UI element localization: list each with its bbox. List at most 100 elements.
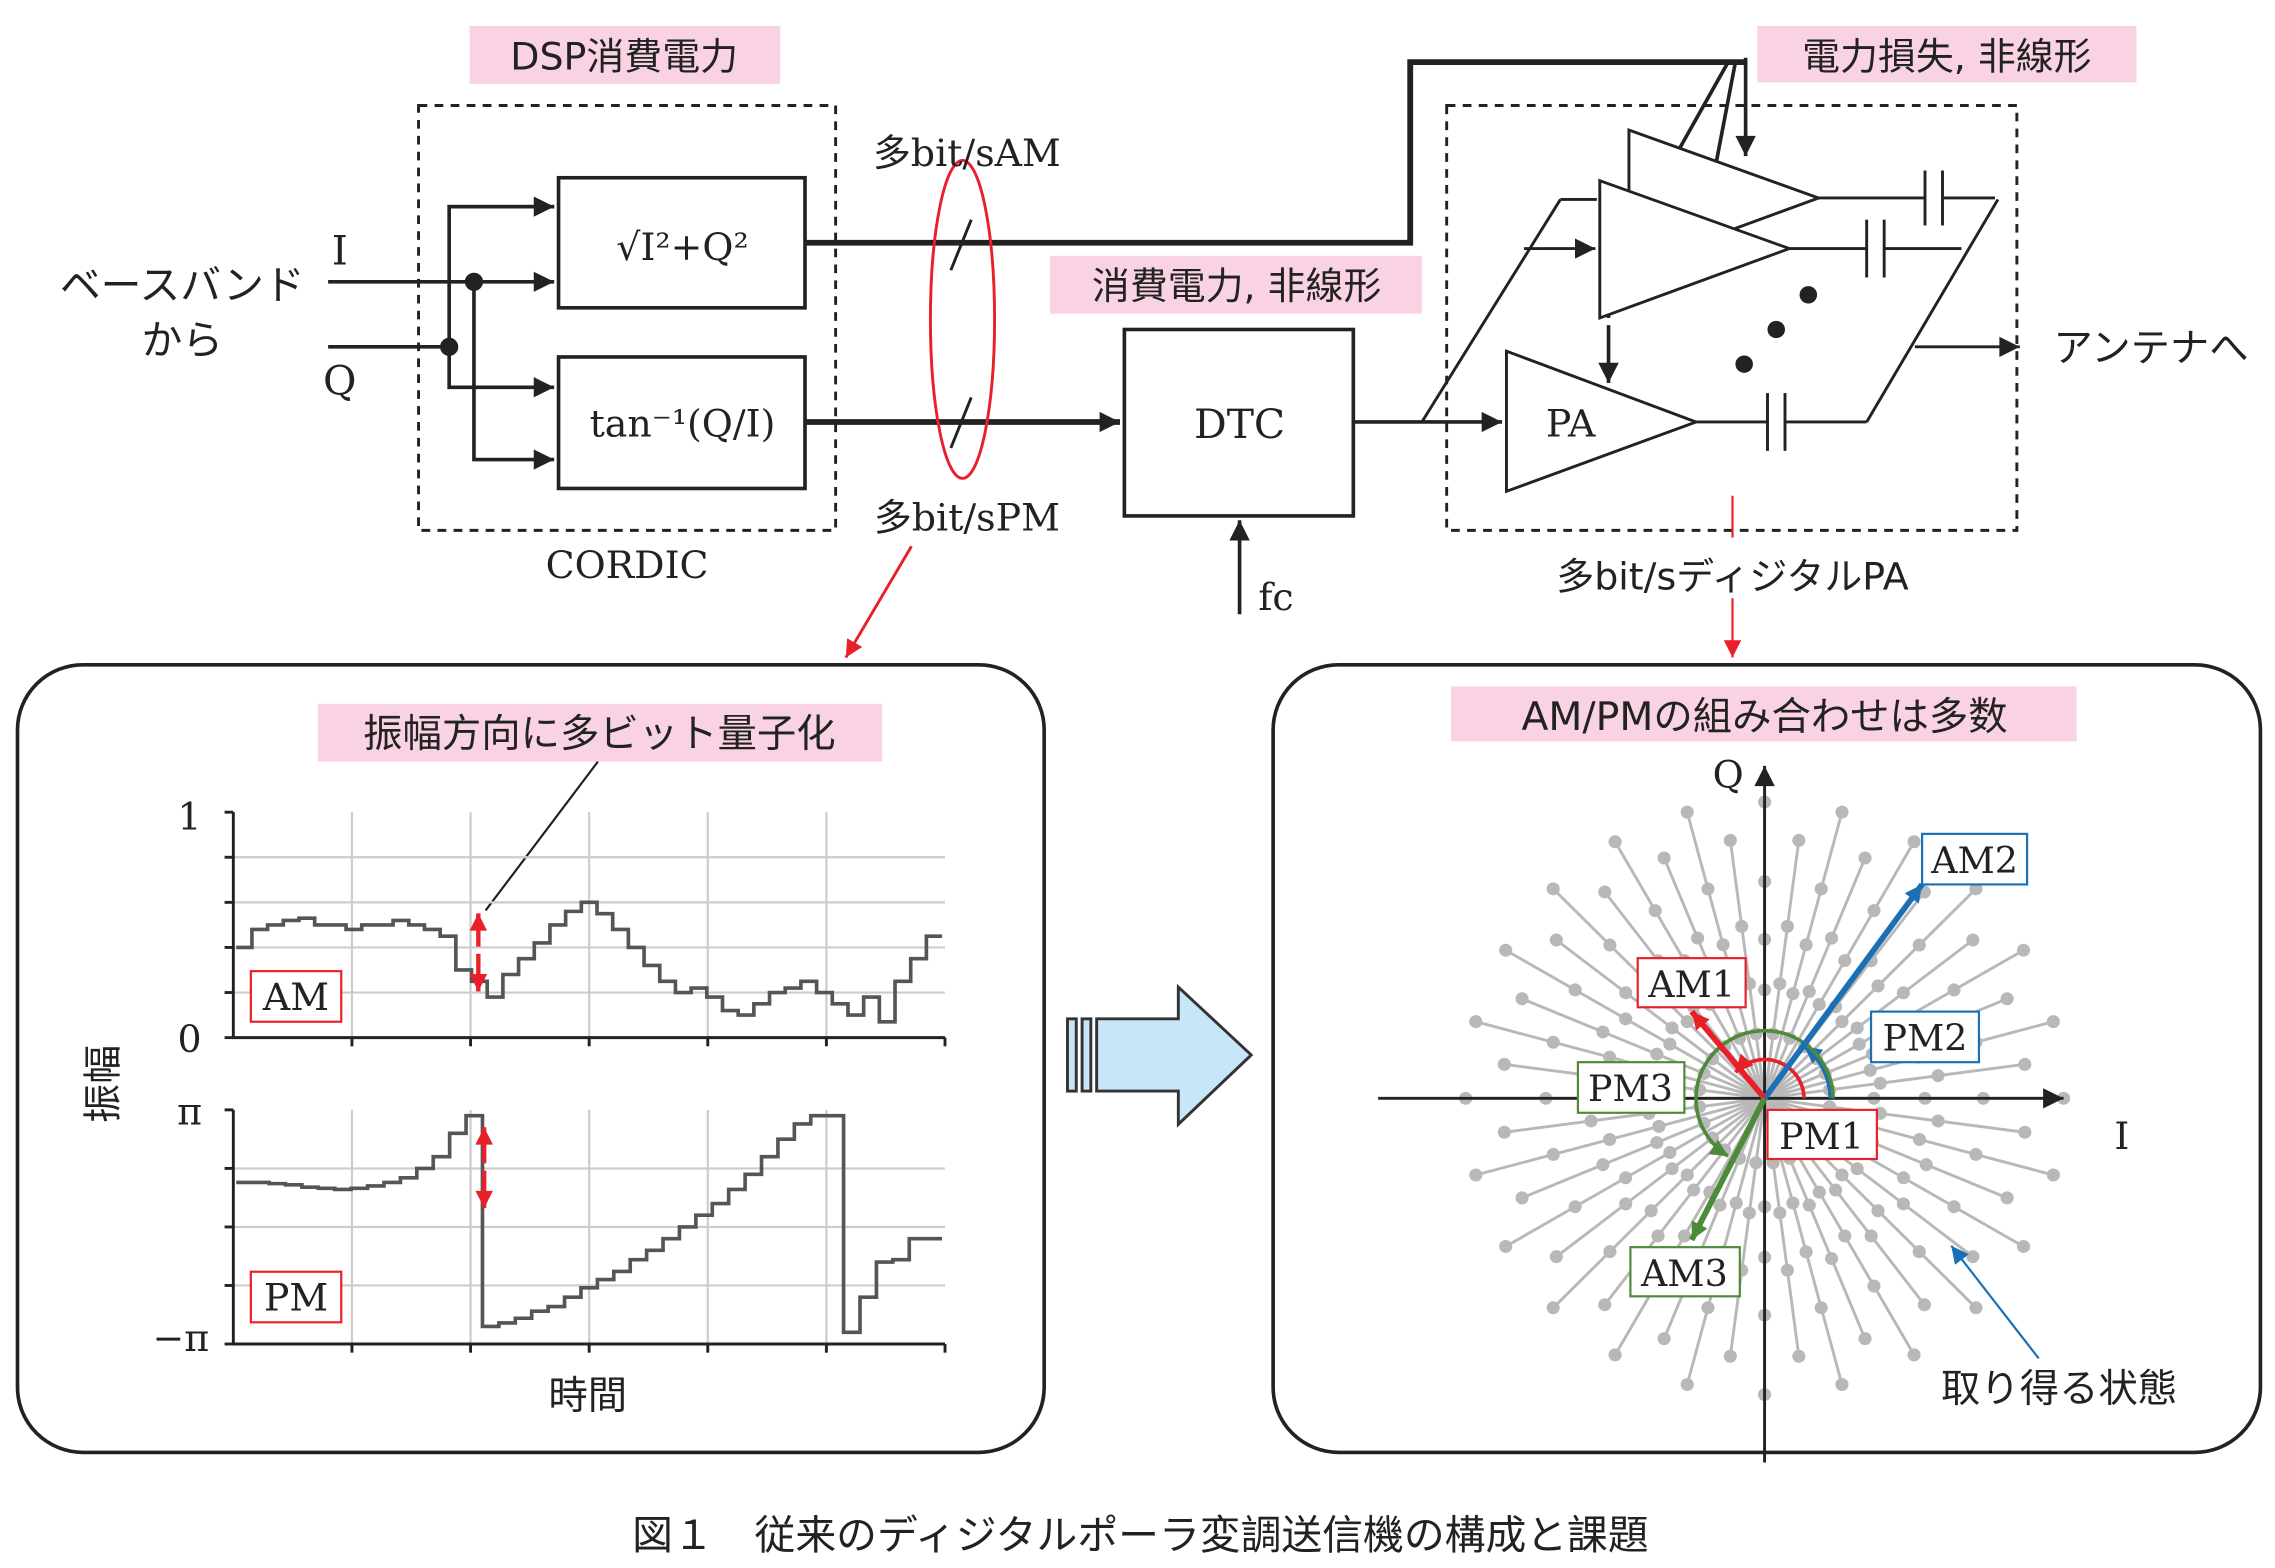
am-waveform [236,900,943,1024]
state-point [1814,882,1828,896]
state-point [1969,1147,1983,1161]
state-point [1515,1191,1529,1205]
state-point [1786,1196,1800,1210]
state-ray [1555,938,1766,1100]
am-label-box [249,970,343,1023]
time-axis-label: 時間 [548,1374,627,1419]
am3-tag: AM3 [1629,1246,1741,1298]
state-point [1568,983,1582,997]
state-point [1680,1168,1694,1182]
i-input-label: I [332,227,348,275]
state-point [1838,954,1852,968]
state-point [1691,931,1705,945]
svg-text:PM3: PM3 [1588,1067,1673,1110]
state-point [2046,1015,2060,1029]
state-ray [1521,997,1766,1100]
state-point [1947,1200,1961,1214]
state-point [1786,987,1800,1001]
multibit-ellipse [928,158,997,480]
state-point [1723,833,1737,847]
state-point [1931,1114,1945,1128]
state-point [1873,1076,1887,1090]
state-point [1812,997,1826,1011]
state-point [1497,1057,1511,1071]
state-ray [1764,1062,2026,1100]
transition-arrow-icon [1066,983,1254,1128]
cordic-box [417,104,838,532]
state-point [1650,1047,1664,1061]
svg-text:PM1: PM1 [1779,1115,1864,1158]
bus-slash-am [949,219,973,271]
pm-y-bottom: −π [152,1316,209,1360]
state-point [1835,1015,1849,1029]
state-ray [1728,840,1767,1099]
state-point [1966,933,1980,947]
state-point [1824,931,1839,945]
state-ray [1504,948,1766,1100]
amplitude-axis-label: 振幅 [82,1045,127,1123]
state-point [1603,938,1617,952]
constellation-title-highlight [1451,686,2077,742]
state-point [1863,1063,1877,1077]
state-ray [1763,857,1867,1099]
state-point [1663,1037,1677,1051]
bus-slash-pm [949,396,973,449]
state-point [1912,938,1926,952]
state-point [1969,882,1983,896]
states-label: 取り得る状態 [1941,1367,2177,1412]
state-point [2000,992,2014,1006]
state-ray [1763,840,1801,1099]
state-point [1835,1168,1849,1182]
state-point [1663,1146,1677,1160]
state-point [1651,1229,1665,1243]
am2-tag: AM2 [1920,832,2029,886]
state-point [1812,1185,1826,1199]
svg-text:PM2: PM2 [1882,1017,1967,1060]
state-point [1515,992,1529,1006]
title-leader-line [484,760,599,912]
state-point [1802,1198,1816,1212]
state-ray [1555,1097,1766,1258]
state-point [1546,1035,1560,1049]
state-point [1665,1162,1679,1176]
state-point [1912,1245,1926,1259]
pa-loss-highlight [1757,26,2137,83]
state-point [1896,1171,1911,1185]
am-y-bottom: 0 [178,1017,202,1061]
q-input-label: Q [323,357,356,405]
state-point [1608,1348,1622,1362]
state-point [1742,1206,1756,1220]
state-point [1729,1196,1743,1210]
state-point [1773,977,1787,991]
state-point [1680,1377,1694,1391]
state-ray [1764,1096,2026,1134]
state-point [1549,933,1563,947]
state-point [1735,919,1749,933]
state-point [1850,1021,1864,1035]
state-point [1931,1069,1945,1083]
am3-vector [1689,1097,1768,1242]
antenna-label: アンテナへ [2053,326,2248,371]
state-point [1802,985,1816,999]
state-point [1867,1279,1881,1293]
state-ray [1521,1096,1766,1200]
q-axis-label: Q [1713,753,1744,797]
i-axis-label: I [2114,1114,2129,1158]
state-point [1657,1332,1671,1346]
state-point [1619,1197,1633,1211]
state-point [1780,919,1794,933]
state-point [1919,1158,1933,1172]
state-point [1966,1250,1980,1264]
pm3-tag: PM3 [1576,1061,1686,1114]
state-point [1680,805,1694,819]
state-point [1701,882,1715,896]
state-ray [1763,938,1974,1100]
pm-waveform [236,1113,943,1335]
pa-label: PA [1546,402,1596,446]
multibit-pm-label: 多bit/sPM [874,496,1060,540]
state-point [1838,1229,1852,1243]
state-point [1896,1197,1910,1211]
state-point [1792,833,1806,847]
state-ray [1475,1020,1765,1100]
